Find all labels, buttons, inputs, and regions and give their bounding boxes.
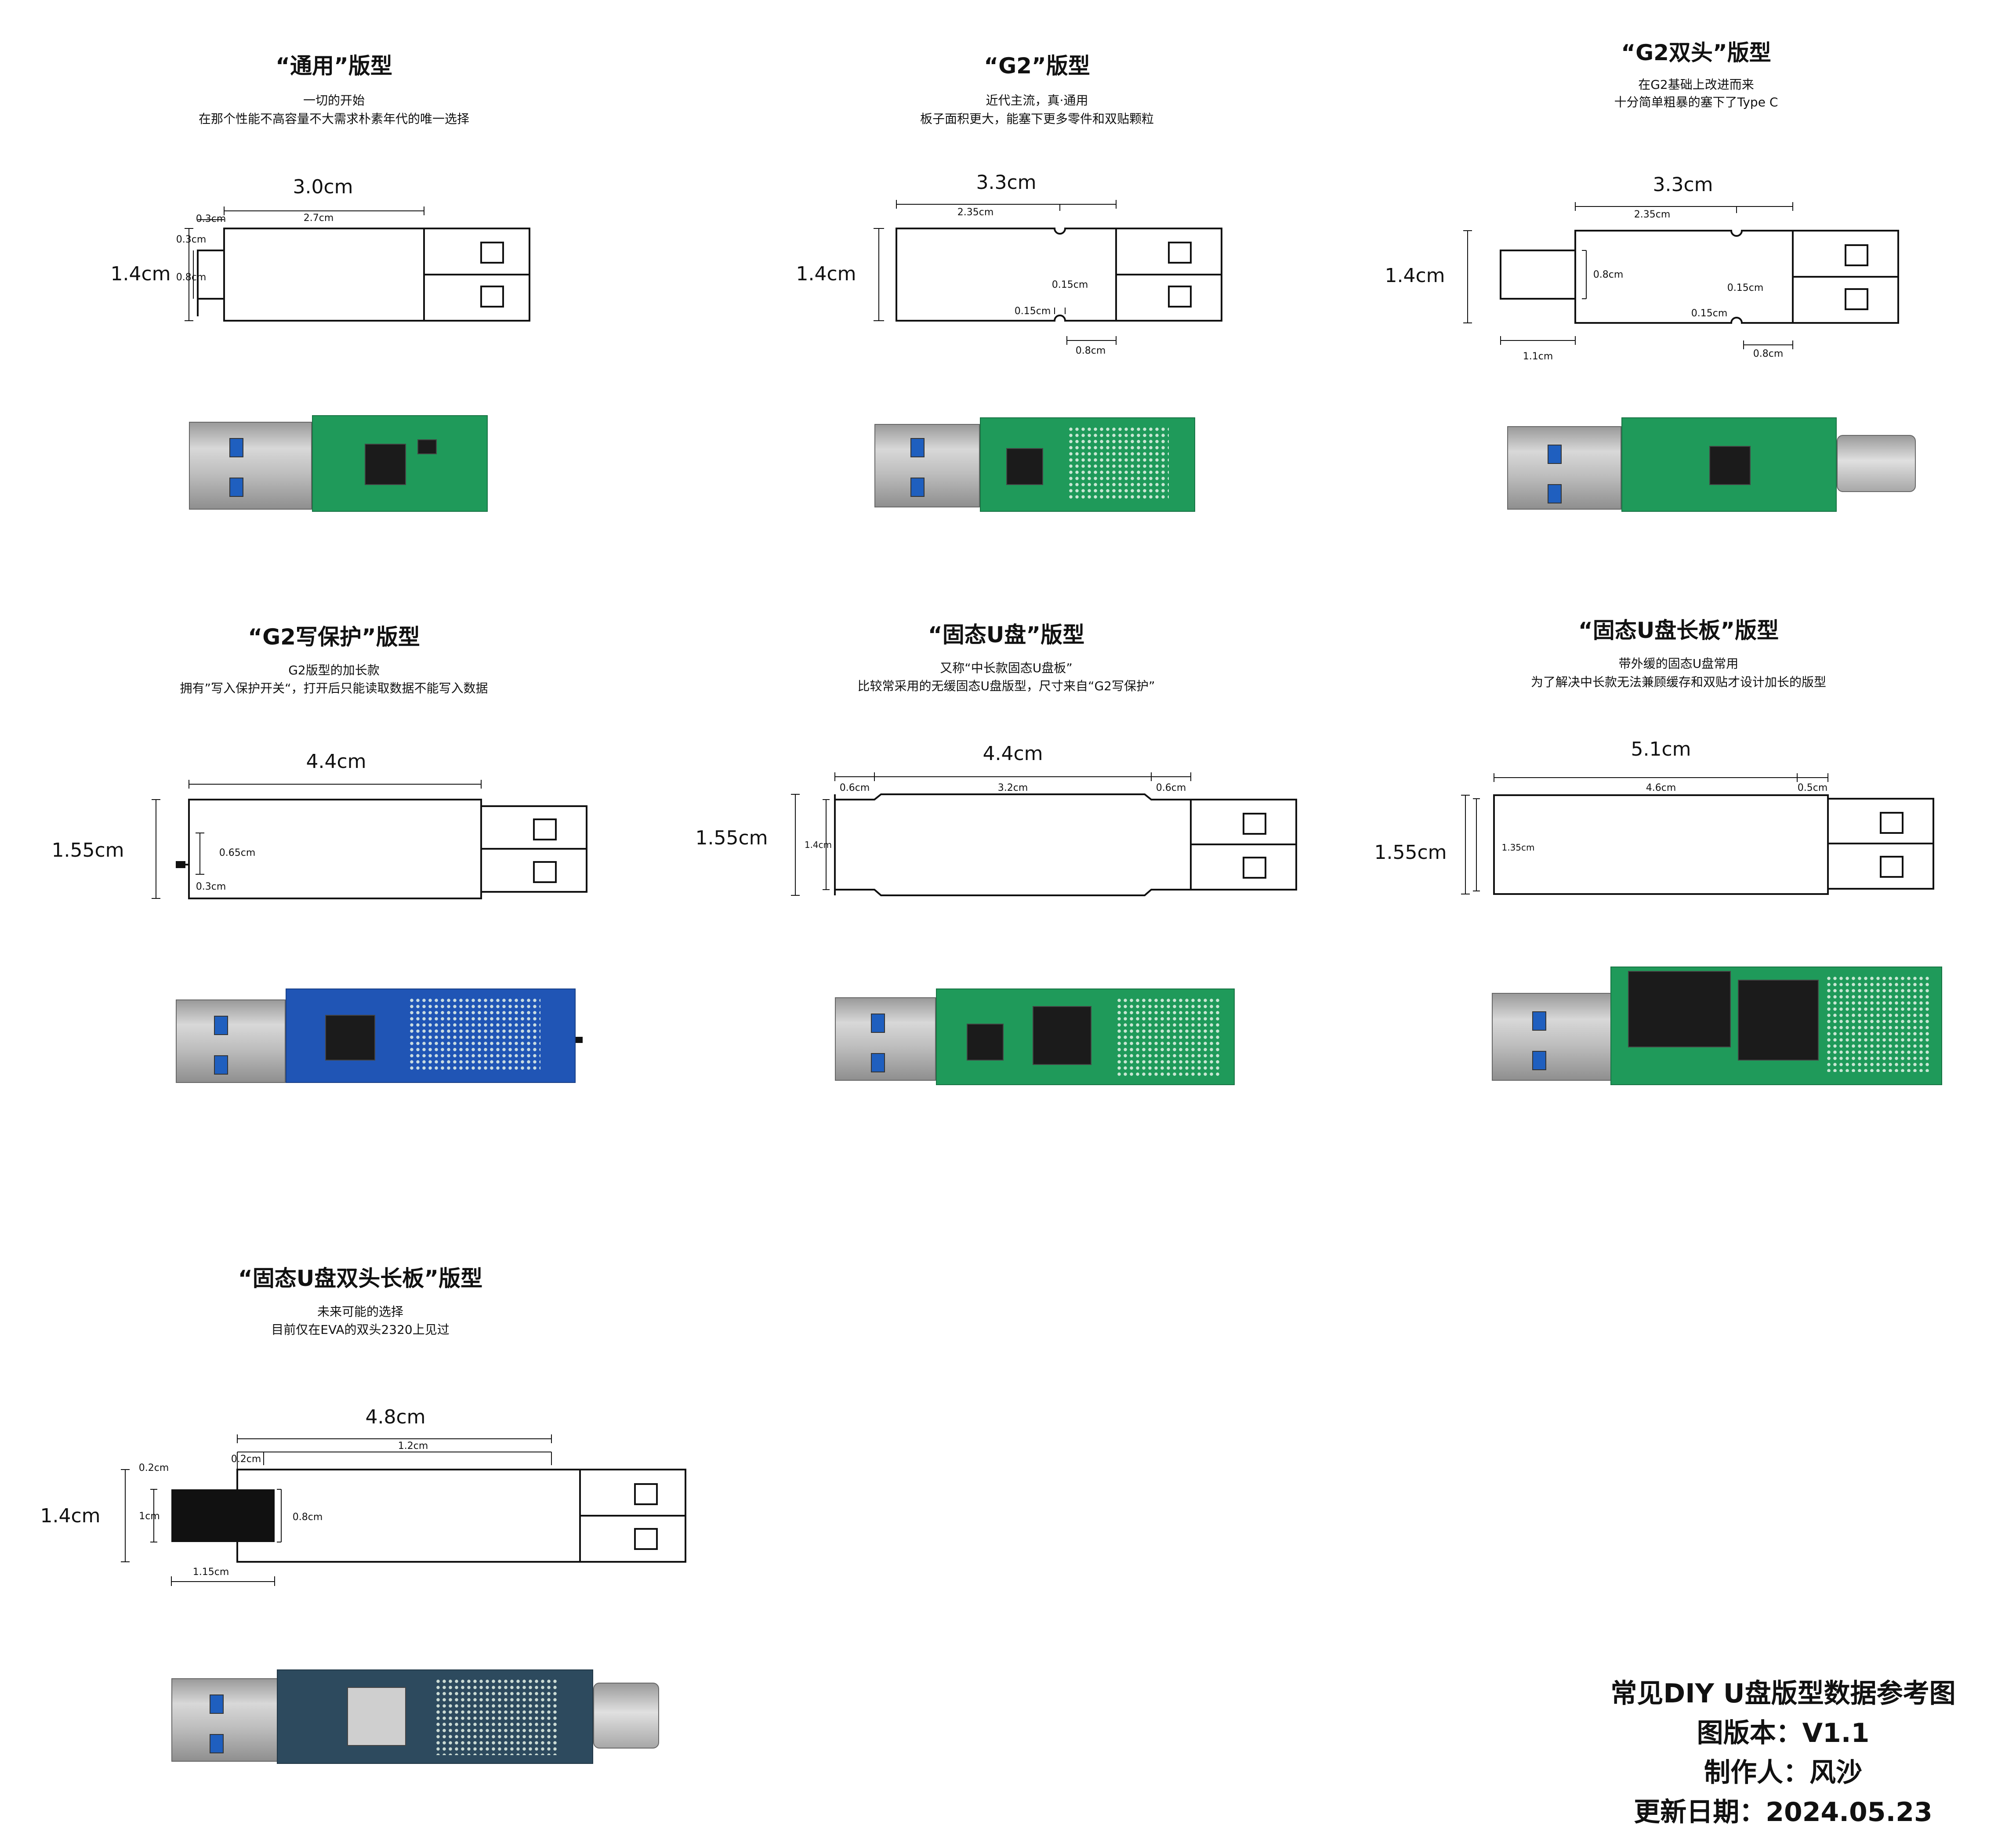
dim-mid: 0.8cm — [293, 1512, 323, 1523]
write-protect-switch — [176, 861, 185, 868]
dim-mid: 3.2cm — [998, 782, 1028, 793]
dim-bottom: 0.8cm — [1076, 345, 1106, 356]
dim-height: 1.4cm — [110, 263, 170, 285]
dim-notch-b: 0.15cm — [1691, 308, 1728, 319]
panel-desc-1: 又称“中长款固态U盘板” — [940, 661, 1073, 675]
dim-total: 3.0cm — [293, 176, 353, 198]
panel-tongyong: “通用”版型 一切的开始 在那个性能不高容量不大需求朴素年代的唯一选择 — [101, 44, 567, 549]
dim-typec-len: 1.15cm — [193, 1567, 229, 1578]
photo-g2-wp — [176, 988, 593, 1090]
diagram-ssd-long: 5.1cm 4.6cm 0.5cm 1.35cm 1.55cm — [1374, 738, 1934, 895]
dim-left: 0.6cm — [840, 782, 870, 793]
photo-ssd — [835, 988, 1239, 1090]
dim-inner: 1.4cm — [805, 840, 832, 850]
dim-left-gap: 0.2cm — [231, 1454, 261, 1465]
dim-height: 1.55cm — [695, 827, 768, 849]
footer-info: 常见DIY U盘版型数据参考图 图版本：V1.1 制作人：风沙 更新日期：202… — [1585, 1674, 1981, 1832]
panel-title: “固态U盘双头长板”版型 — [238, 1266, 483, 1291]
panel-desc-2: 板子面积更大，能塞下更多零件和双贴颗粒 — [920, 112, 1154, 126]
diagram-tongyong: 3.0cm 0.3cm 2.7cm 0.3cm 0.8cm 1.4cm — [110, 176, 530, 322]
panel-desc-2: 十分简单粗暴的塞下了Type C — [1614, 95, 1778, 109]
panel-desc-1: 未来可能的选择 — [317, 1304, 403, 1319]
panel-g2-dual: “G2双头”版型 在G2基础上改进而来 十分简单粗暴的塞下了Type C — [1463, 31, 1929, 536]
dim-height: 1.55cm — [1374, 841, 1447, 864]
panel-desc-1: 在G2基础上改进而来 — [1638, 77, 1754, 92]
panel-desc-2: 在那个性能不高容量不大需求朴素年代的唯一选择 — [198, 112, 469, 126]
panel-title: “通用”版型 — [276, 53, 392, 79]
dim-right: 0.5cm — [1798, 782, 1828, 793]
dim-total: 5.1cm — [1631, 738, 1691, 760]
dim-bottom: 0.8cm — [1753, 348, 1784, 359]
panel-desc-2: 比较常采用的无缓固态U盘版型，尺寸来自“G2写保护” — [857, 679, 1155, 693]
diagram-ssd: 4.4cm 0.6cm 3.2cm 0.6cm 1.4cm 1.55cm — [695, 742, 1297, 896]
dim-typec-len: 1.1cm — [1523, 351, 1553, 362]
photo-g2-dual — [1507, 413, 1920, 514]
panel-title: “固态U盘”版型 — [928, 622, 1085, 648]
panel-title: “G2写保护”版型 — [248, 624, 420, 650]
panel-desc-1: 带外缓的固态U盘常用 — [1618, 656, 1739, 671]
dim-notch-top: 0.3cm — [176, 234, 207, 245]
panel-ssd-dual-long: “固态U盘双头长板”版型 未来可能的选择 目前仅在EVA的双头2320上见过 — [127, 1256, 593, 1762]
diagram-g2: 3.3cm 2.35cm 0.15cm 0.15cm 0.8cm 1.4cm — [796, 171, 1222, 356]
diagram-ssd-dual-long: 4.8cm 0.2cm 0.2cm 1.2cm 1cm 0.8cm 1.15cm… — [40, 1406, 686, 1586]
dim-pcb: 1.2cm — [398, 1441, 428, 1452]
typec-connector — [171, 1489, 275, 1542]
dim-height: 1.4cm — [796, 263, 856, 285]
panel-title: “G2”版型 — [984, 53, 1090, 79]
diagram-g2-wp: 4.4cm 0.65cm 0.3cm 1.55cm — [51, 750, 587, 899]
diagram-g2-dual: 3.3cm 2.35cm 0.8cm 0.15cm 0.15cm 1.1cm 0… — [1385, 174, 1899, 362]
dim-switch-off: 0.3cm — [196, 881, 226, 892]
panel-desc-2: 拥有”写入保护开关“，打开后只能读取数据不能写入数据 — [180, 681, 488, 695]
dim-typec-h: 1cm — [139, 1511, 160, 1522]
dim-pcb-len: 2.35cm — [957, 207, 994, 218]
dim-total: 4.4cm — [306, 750, 366, 773]
dim-pcb-len: 2.35cm — [1634, 209, 1671, 220]
photo-ssd-dual-long — [171, 1669, 664, 1770]
dim-pcb-len: 2.7cm — [304, 213, 334, 224]
dim-top-gap: 0.2cm — [139, 1463, 169, 1474]
panel-ssd-long: “固态U盘长板”版型 带外缓的固态U盘常用 为了解决中长款无法兼顾缓存和双贴才设… — [1446, 613, 1911, 1118]
panel-desc-2: 目前仅在EVA的双头2320上见过 — [271, 1322, 450, 1337]
dim-main: 4.6cm — [1646, 782, 1676, 793]
footer-version: 图版本：V1.1 — [1697, 1718, 1870, 1749]
dim-height: 1.4cm — [40, 1505, 100, 1527]
panel-desc-1: 近代主流，真·通用 — [986, 93, 1088, 108]
dim-total: 3.3cm — [976, 171, 1036, 194]
photo-ssd-long — [1492, 967, 1944, 1090]
dim-right: 0.6cm — [1156, 782, 1186, 793]
panel-g2: “G2”版型 近代主流，真·通用 板子面积更大，能塞下更多零件和双贴颗粒 — [804, 44, 1270, 549]
footer-date: 更新日期：2024.05.23 — [1634, 1797, 1933, 1828]
photo-g2 — [874, 417, 1200, 514]
dim-inner: 1.35cm — [1501, 842, 1534, 853]
dim-height: 1.4cm — [1385, 264, 1445, 287]
panel-title: “固态U盘长板”版型 — [1578, 618, 1779, 643]
dim-mid: 0.8cm — [1593, 269, 1624, 280]
photo-tongyong — [189, 413, 497, 514]
panel-desc-1: 一切的开始 — [303, 93, 365, 108]
dim-notch-b: 0.15cm — [1015, 306, 1051, 317]
dim-total: 3.3cm — [1653, 174, 1713, 196]
footer-title: 常见DIY U盘版型数据参考图 — [1610, 1678, 1956, 1709]
dim-notch-a: 0.15cm — [1052, 279, 1088, 290]
dim-switch-pos: 0.65cm — [219, 847, 256, 858]
panel-ssd: “固态U盘”版型 又称“中长款固态U盘板” 比较常采用的无缓固态U盘版型，尺寸来… — [773, 613, 1239, 1118]
panel-g2-wp: “G2写保护”版型 G2版型的加长款 拥有”写入保护开关“，打开后只能读取数据不… — [101, 615, 567, 1120]
panel-desc-1: G2版型的加长款 — [288, 663, 380, 677]
panel-desc-2: 为了解决中长款无法兼顾缓存和双贴才设计加长的版型 — [1530, 675, 1826, 689]
dim-mid: 0.8cm — [176, 272, 207, 283]
dim-notch-w: 0.3cm — [196, 214, 226, 224]
dim-notch-a: 0.15cm — [1727, 282, 1764, 293]
footer-author: 制作人：风沙 — [1704, 1757, 1862, 1788]
dim-total: 4.4cm — [983, 742, 1043, 765]
dim-height: 1.55cm — [51, 839, 124, 862]
panel-title: “G2双头”版型 — [1621, 40, 1771, 65]
dim-total: 4.8cm — [365, 1406, 425, 1428]
